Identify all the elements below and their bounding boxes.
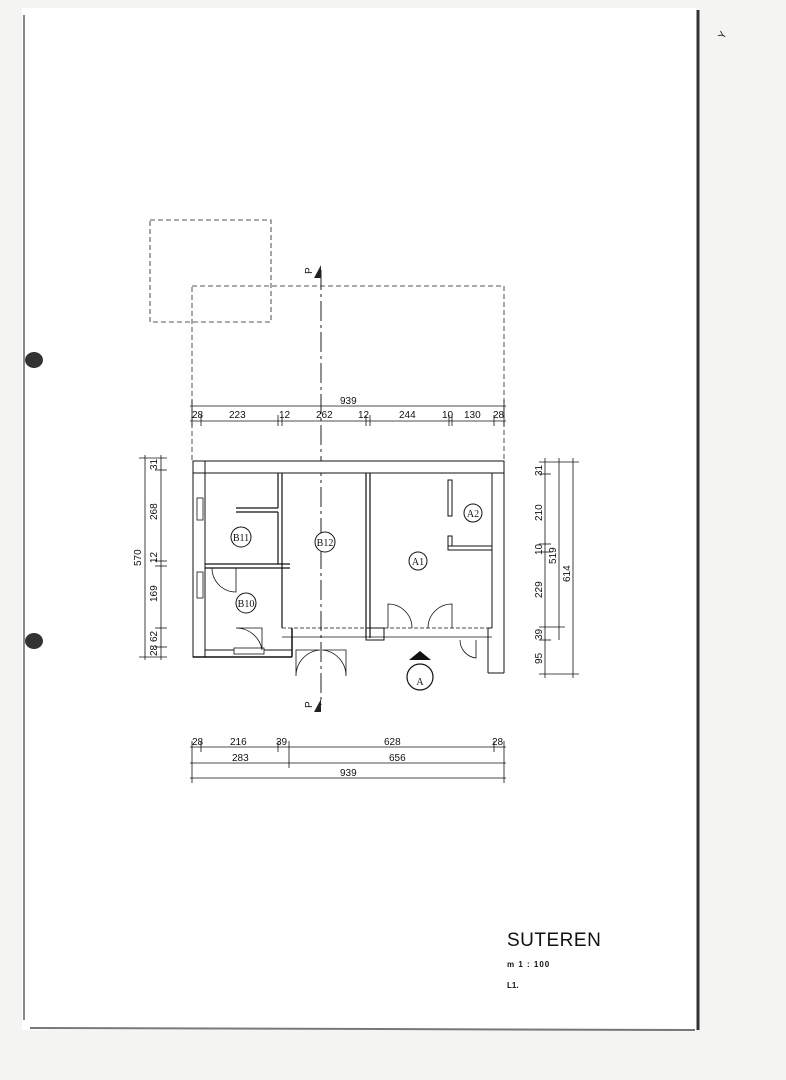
building-walls	[192, 460, 505, 674]
cut-label-bottom: P	[304, 701, 315, 708]
binder-ring-top	[25, 352, 43, 368]
dim-left-seg-3: 12	[149, 551, 160, 563]
paper-sheet	[22, 8, 698, 1030]
room-marker-b10: B10	[235, 592, 257, 614]
room-marker-b11: B11	[230, 526, 252, 548]
a2-partition	[447, 479, 493, 551]
room-label-a1: A1	[412, 557, 424, 568]
dim-right-seg-1: 31	[534, 464, 545, 476]
dim-top-seg-2: 223	[229, 410, 246, 421]
dim-right-seg-2: 210	[534, 504, 545, 521]
dim-top-seg-1: 28	[192, 410, 204, 421]
dim-left-seg-1: 31	[149, 458, 160, 470]
dimension-lines-top	[190, 400, 506, 426]
dim-right-seg-3: 10	[534, 543, 545, 555]
dashed-outline-small	[149, 219, 272, 323]
dimension-lines-right	[539, 458, 579, 678]
entrance-marker: A	[406, 651, 434, 691]
dim-right-total: 614	[562, 565, 573, 582]
dim-right-seg-5: 39	[534, 628, 545, 640]
dim-bottom-r1-3: 39	[276, 737, 288, 748]
room-label-a2: A2	[467, 509, 479, 520]
title-block: SUTEREN m 1 : 100 L1.	[507, 930, 647, 990]
windows	[196, 497, 265, 655]
dim-bottom-r1-5: 28	[492, 737, 504, 748]
dim-bottom-r1-4: 628	[384, 737, 401, 748]
dim-left-seg-6: 28	[149, 644, 160, 656]
dim-right-seg-6: 95	[534, 652, 545, 664]
drawing-title: SUTEREN	[507, 930, 602, 951]
drawing-scale: m 1 : 100	[507, 960, 551, 969]
room-label-b11: B11	[233, 533, 249, 544]
dim-top-seg-3: 12	[279, 410, 291, 421]
cut-label-top: P	[304, 267, 315, 274]
dim-left-seg-2: 268	[149, 503, 160, 520]
dim-bottom-total: 939	[340, 768, 357, 779]
dim-bottom-r1-2: 216	[230, 737, 247, 748]
dim-left-total: 570	[133, 549, 144, 566]
dim-top-seg-9: 28	[493, 410, 505, 421]
sheet-number: L1.	[507, 981, 519, 990]
corner-mark: Y	[717, 29, 730, 41]
dim-right-seg-4: 229	[534, 581, 545, 598]
room-label-b10: B10	[238, 599, 255, 610]
room-marker-a1: A1	[408, 551, 428, 571]
dim-top-total: 939	[340, 396, 357, 407]
dim-right-subtotal: 519	[548, 547, 559, 564]
dim-top-seg-8: 130	[464, 410, 481, 421]
room-marker-b12: B12	[314, 531, 336, 553]
dim-left-seg-4: 169	[149, 585, 160, 602]
room-label-b12: B12	[317, 538, 334, 549]
dim-left-seg-5: 62	[149, 630, 160, 642]
entrance-marker-label: A	[416, 677, 424, 688]
room-marker-a2: A2	[463, 503, 483, 523]
dim-top-seg-4: 262	[316, 410, 333, 421]
dimension-lines-left	[139, 455, 167, 660]
dim-top-seg-6: 244	[399, 410, 416, 421]
cut-line	[314, 265, 322, 712]
dim-bottom-r2-2: 656	[389, 753, 406, 764]
dim-bottom-r2-1: 283	[232, 753, 249, 764]
dim-top-seg-7: 10	[442, 410, 454, 421]
dim-top-seg-5: 12	[358, 410, 370, 421]
doors	[211, 567, 477, 677]
paper-edge-bottom	[29, 1027, 696, 1031]
dim-bottom-r1-1: 28	[192, 737, 204, 748]
dimension-lines-bottom	[190, 741, 506, 783]
binder-ring-bottom	[25, 633, 43, 649]
